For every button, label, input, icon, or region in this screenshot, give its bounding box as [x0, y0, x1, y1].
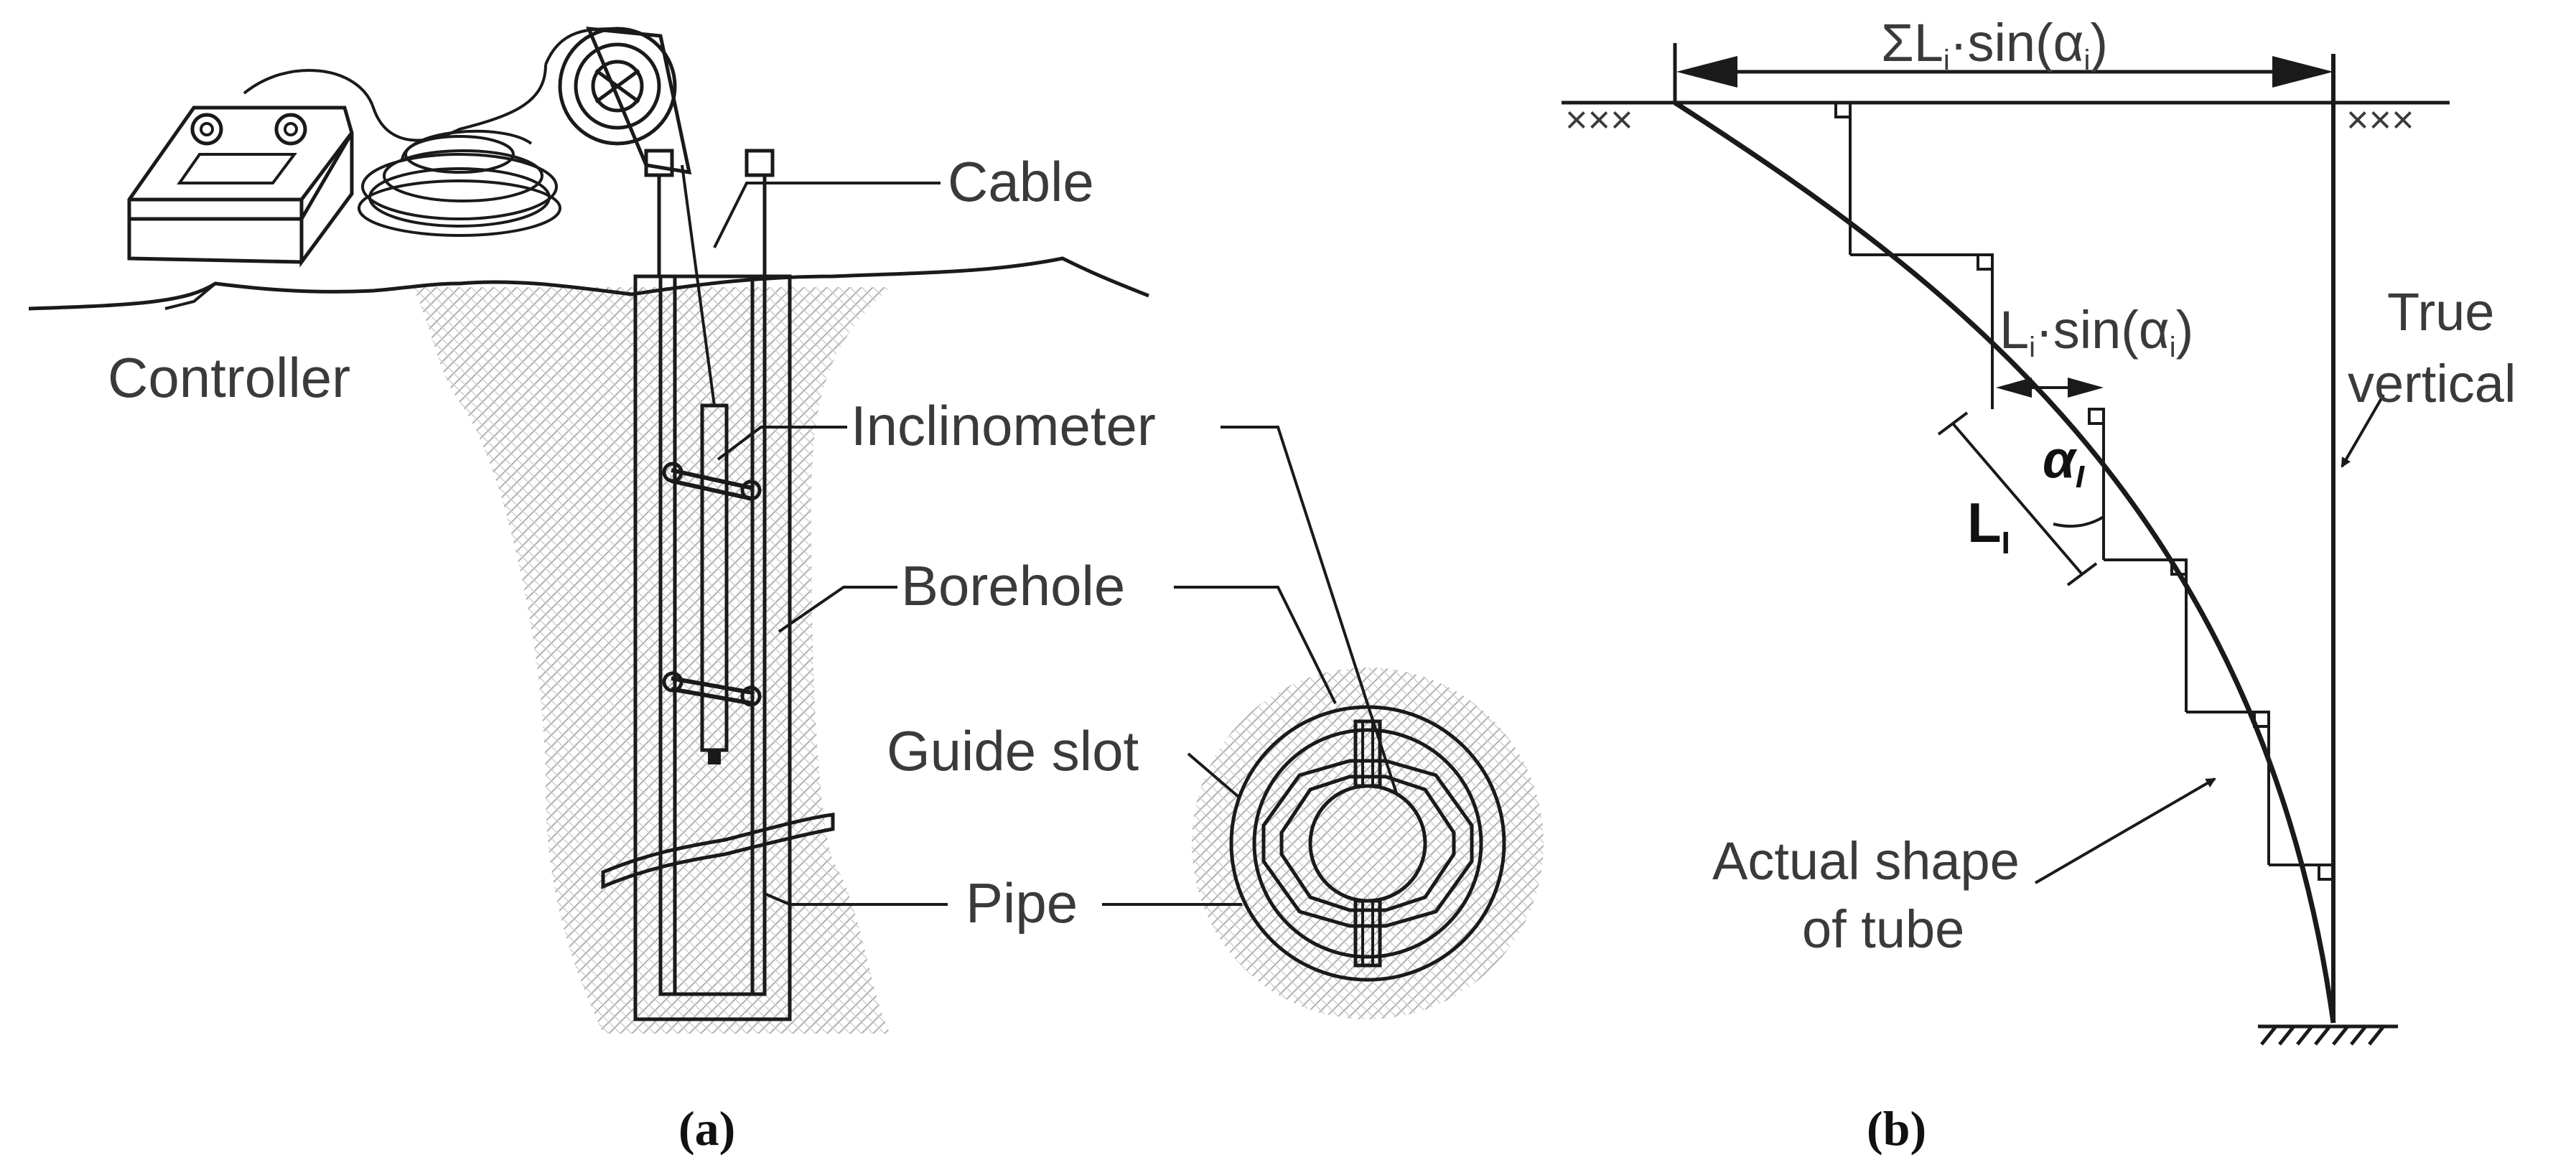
borehole-label: Borehole	[901, 554, 1125, 617]
panel-a-caption: (a)	[678, 1101, 735, 1156]
actual-shape-label-2: of tube	[1802, 899, 1964, 959]
soil-hatch	[413, 287, 890, 1034]
pulley-reel	[544, 27, 692, 175]
ground-marks-left: ×××	[1565, 98, 1633, 141]
ground-surface	[28, 256, 1149, 311]
alpha-arc	[2053, 515, 2105, 528]
ground-marks-right: ×××	[2346, 98, 2414, 141]
controller	[127, 106, 354, 268]
true-vertical-label-1: True	[2387, 282, 2494, 342]
panel-a: Cable Controller Inclinometer Borehole G…	[28, 27, 1544, 1156]
alpha-label: αI	[2043, 429, 2085, 495]
cable-coil	[243, 64, 561, 237]
guide-slot-label: Guide slot	[887, 719, 1139, 782]
leader-lines	[164, 182, 1398, 906]
actual-shape-label-1: Actual shape	[1712, 831, 2020, 891]
step-dimension-label: Li·sin(αi)	[1999, 300, 2193, 363]
controller-label: Controller	[108, 346, 350, 409]
length-label: LI	[1967, 491, 2010, 561]
pipe	[658, 274, 767, 996]
true-vertical-label-2: vertical	[2348, 354, 2516, 413]
panel-b-caption: (b)	[1867, 1101, 1926, 1156]
inclinometer-label: Inclinometer	[851, 394, 1156, 457]
panel-b: ××× ×××	[1562, 13, 2516, 1156]
step-lines	[1834, 101, 2335, 881]
actual-tube-curve	[1674, 100, 2336, 1024]
cable	[681, 164, 716, 406]
pipe-label: Pipe	[966, 871, 1078, 935]
sum-dimension-label: ΣLi·sin(αi)	[1881, 13, 2108, 76]
break-line	[601, 813, 835, 889]
length-dimension	[1951, 422, 2083, 576]
base-hatch	[2258, 1024, 2398, 1046]
cross-section	[1192, 668, 1544, 1019]
cable-label: Cable	[948, 150, 1094, 213]
inclinometer-probe	[662, 403, 762, 764]
